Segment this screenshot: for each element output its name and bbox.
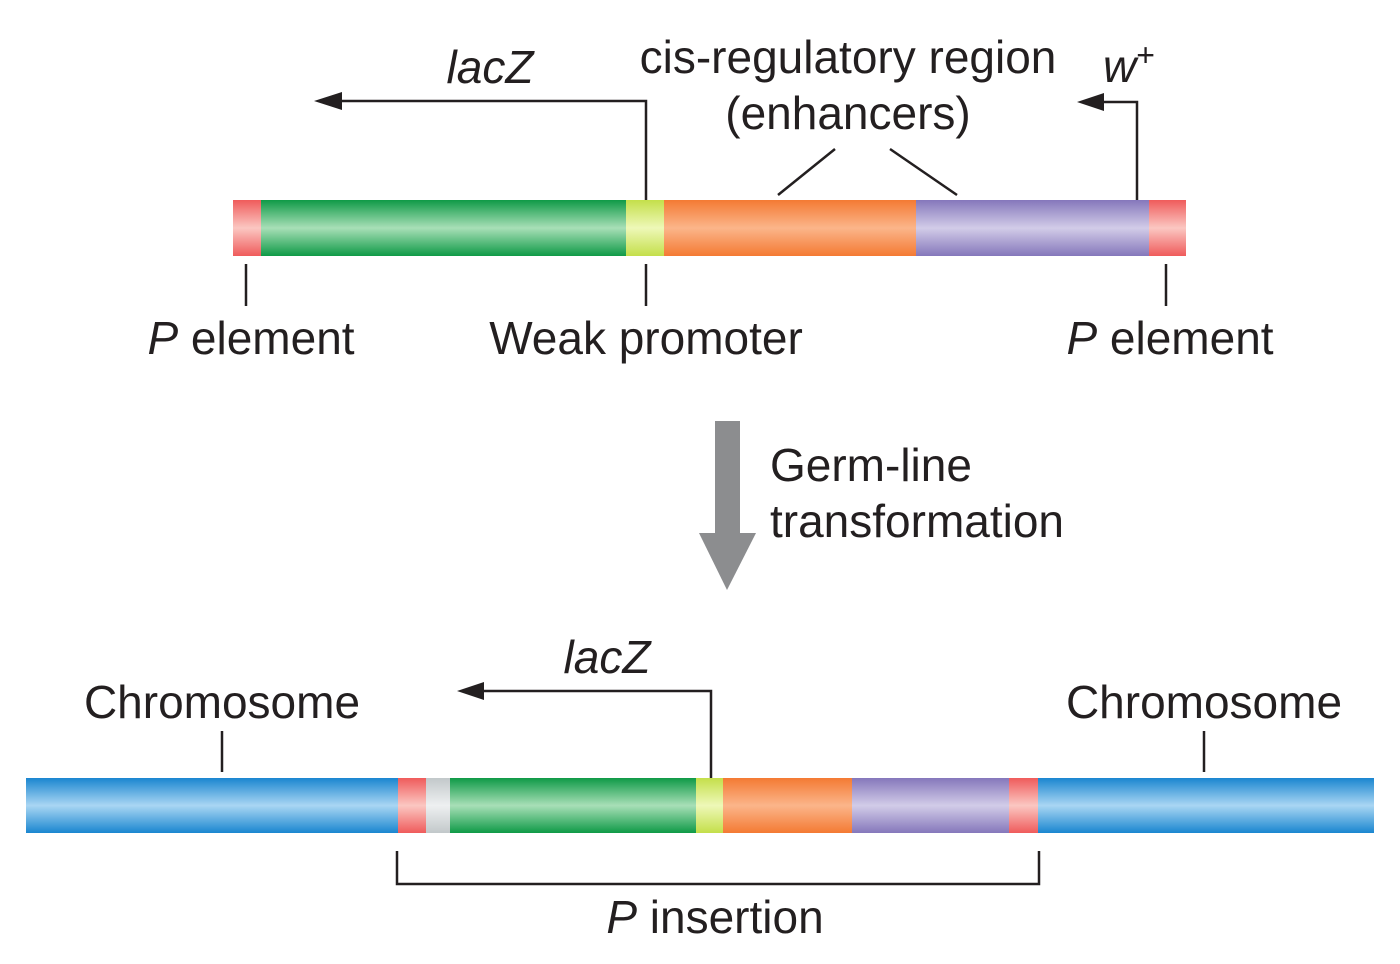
chromosome-right-segment — [1038, 778, 1374, 833]
lacz-insert-arrowhead-icon — [457, 682, 484, 700]
p-element-left-insert-segment — [398, 778, 426, 833]
enhancer-pointer-left — [777, 148, 836, 196]
w-plus-arrowhead-icon — [1077, 93, 1104, 111]
down-arrow-icon — [699, 533, 756, 590]
transformation-label: transformation — [770, 495, 1064, 547]
lacz-insert-transcription-arrow — [480, 689, 713, 778]
lacz-insert-segment — [450, 778, 696, 833]
w-plus-transcription-arrow — [1100, 100, 1139, 200]
enhancer-purple-segment — [916, 200, 1149, 256]
lacz-arrowhead-icon — [314, 92, 342, 110]
enhancer-pointer-right — [889, 147, 958, 197]
weak-promoter-insert-segment — [696, 778, 723, 833]
enhancer-orange-segment — [664, 200, 916, 256]
down-arrow-shaft — [715, 421, 740, 535]
p-element-left-label: P element — [147, 312, 354, 364]
enhancers-label: (enhancers) — [725, 87, 970, 139]
lacz-label: lacZ — [447, 41, 536, 93]
spacer-segment — [426, 778, 450, 833]
cis-regulatory-label: cis-regulatory region — [640, 31, 1057, 83]
chromosome-right-label: Chromosome — [1066, 676, 1342, 728]
chromosome-left-segment — [26, 778, 398, 833]
p-element-right-insert-segment — [1009, 778, 1038, 833]
p-insertion-label: P insertion — [606, 891, 823, 943]
chromosome-left-label: Chromosome — [84, 676, 360, 728]
lacz-transcription-arrow — [338, 99, 648, 200]
weak-promoter-label: Weak promoter — [489, 312, 803, 364]
enhancer-purple-insert-segment — [852, 778, 1009, 833]
w-plus-label: w+ — [1103, 37, 1155, 92]
lacz-segment — [261, 200, 626, 256]
p-element-left-segment — [233, 200, 261, 256]
p-element-right-label: P element — [1066, 312, 1273, 364]
germline-label: Germ-line — [770, 439, 972, 491]
germline-transformation-step: Germ-line transformation — [699, 421, 1064, 590]
lacz-insert-label: lacZ — [564, 631, 653, 683]
enhancer-orange-insert-segment — [723, 778, 852, 833]
weak-promoter-segment — [626, 200, 664, 256]
top-construct: lacZ w+ cis-regulatory region (enhancers… — [147, 31, 1273, 364]
p-element-right-segment — [1149, 200, 1186, 256]
p-insertion-bracket — [395, 851, 1041, 886]
bottom-construct: lacZ Chromosome Chromosome P insertion — [26, 631, 1374, 943]
